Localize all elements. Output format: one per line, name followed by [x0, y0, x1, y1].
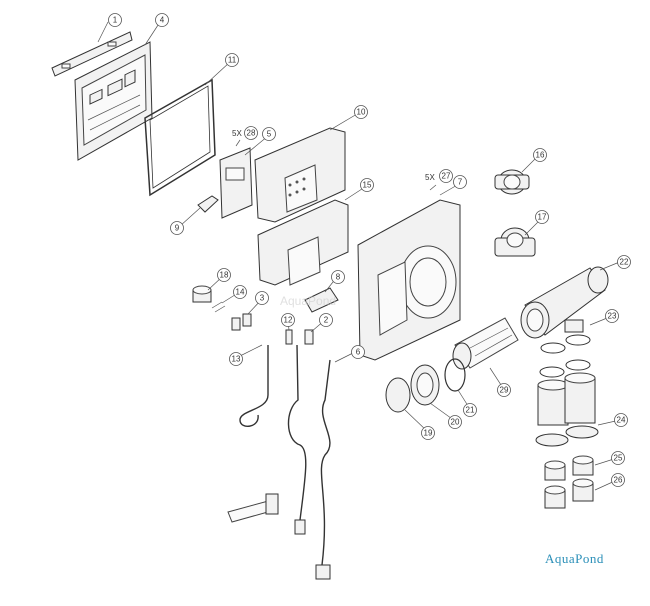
callout-number: 13 — [232, 355, 241, 364]
part-3-cable-glands — [231, 313, 252, 331]
brand-logo: AquaPond — [545, 551, 604, 566]
callout-quantity: 5X — [425, 173, 435, 182]
part-12-connector — [285, 329, 293, 345]
callout-22: 22 — [617, 255, 631, 269]
part-19-cover-cap — [385, 377, 411, 413]
callout-number: 6 — [356, 348, 361, 357]
watermark-text: AquaPond — [280, 294, 336, 308]
callout-number: 24 — [617, 416, 626, 425]
part-6-lamp-cable — [315, 359, 331, 580]
callout-number: 28 — [247, 129, 256, 138]
callout-number: 15 — [363, 181, 372, 190]
callout-number: 29 — [500, 386, 509, 395]
callout-5: 5 — [262, 127, 276, 141]
callout-number: 25 — [614, 454, 623, 463]
callout-number: 2 — [324, 316, 329, 325]
part-18-gland — [192, 285, 212, 303]
part-29-quartz-sleeve — [452, 317, 519, 370]
callout-number: 20 — [451, 418, 460, 427]
callout-16: 16 — [533, 148, 547, 162]
callout-10: 10 — [354, 105, 368, 119]
part-14-screws — [211, 301, 226, 313]
callout-27: 5X 27 — [425, 169, 453, 183]
part-2-connector — [304, 329, 314, 345]
part-26-reducer — [544, 478, 594, 509]
part-10-front-cover — [254, 127, 346, 223]
part-8-terminal-block — [304, 287, 339, 313]
callout-number: 17 — [538, 213, 547, 222]
part-5-display — [219, 147, 253, 219]
callout-number: 10 — [357, 108, 366, 117]
callout-29: 29 — [497, 383, 511, 397]
callout-number: 21 — [466, 406, 475, 415]
callout-number: 27 — [442, 172, 451, 181]
part-27-screws — [429, 184, 437, 191]
part-23-o-rings — [539, 334, 591, 378]
callout-number: 18 — [220, 271, 229, 280]
part-7-housing — [357, 199, 461, 361]
callout-25: 25 — [611, 451, 625, 465]
callout-number: 4 — [160, 16, 165, 25]
part-16-pipe-clamp — [494, 169, 530, 195]
callout-number: 14 — [236, 288, 245, 297]
part-9-clip — [197, 195, 219, 213]
part-28-screws — [235, 139, 241, 147]
part-11-gasket — [144, 78, 216, 197]
callout-number: 1 — [113, 16, 118, 25]
callout-number: 19 — [424, 429, 433, 438]
part-22-uv-chamber — [520, 266, 609, 339]
callout-3: 3 — [255, 291, 269, 305]
callout-20: 20 — [448, 415, 462, 429]
callout-12: 12 — [281, 313, 295, 327]
callout-6: 6 — [351, 345, 365, 359]
callout-number: 5 — [267, 130, 272, 139]
part-13-cable — [239, 345, 269, 427]
part-15-lower-cover — [257, 199, 349, 286]
uv-lamp — [227, 493, 279, 523]
part-20-end-cap — [410, 364, 440, 406]
callout-28: 5X 28 — [232, 126, 258, 140]
callout-15: 15 — [360, 178, 374, 192]
callout-number: 9 — [175, 224, 180, 233]
part-21-o-ring — [444, 358, 466, 392]
callout-1: 1 — [108, 13, 122, 27]
callout-number: 8 — [336, 273, 341, 282]
part-17-saddle-clamp — [494, 227, 536, 257]
power-cable — [287, 344, 307, 535]
callout-number: 16 — [536, 151, 545, 160]
callout-11: 11 — [225, 53, 239, 67]
callout-number: 11 — [228, 56, 237, 65]
part-25-reducer — [544, 455, 594, 481]
part-4-control-board — [74, 41, 153, 161]
part-1-bracket — [51, 31, 133, 77]
callout-26: 26 — [611, 473, 625, 487]
callout-number: 3 — [260, 294, 265, 303]
callout-number: 7 — [458, 178, 463, 187]
callout-2: 2 — [319, 313, 333, 327]
callout-21: 21 — [463, 403, 477, 417]
callout-8: 8 — [331, 270, 345, 284]
callout-number: 23 — [608, 312, 617, 321]
callout-number: 26 — [614, 476, 623, 485]
callout-7: 7 — [453, 175, 467, 189]
callout-13: 13 — [229, 352, 243, 366]
callout-14: 14 — [233, 285, 247, 299]
callout-17: 17 — [535, 210, 549, 224]
callout-quantity: 5X — [232, 129, 242, 138]
callout-number: 12 — [284, 316, 293, 325]
callout-number: 22 — [620, 258, 629, 267]
part-24-union-nut — [535, 372, 599, 447]
callout-18: 18 — [217, 268, 231, 282]
callout-24: 24 — [614, 413, 628, 427]
callout-4: 4 — [155, 13, 169, 27]
callout-9: 9 — [170, 221, 184, 235]
callout-23: 23 — [605, 309, 619, 323]
callout-19: 19 — [421, 426, 435, 440]
